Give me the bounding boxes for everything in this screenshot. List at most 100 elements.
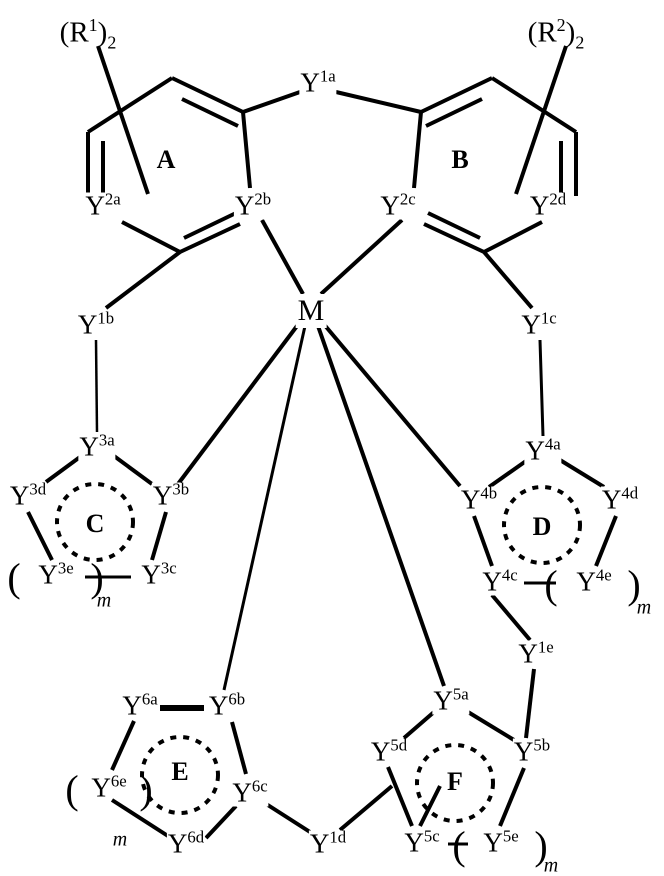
bond-B-topleft [412, 111, 423, 189]
bond-B-bottomright [483, 220, 543, 254]
atom-Y4e: Y4e [575, 565, 613, 597]
atom-Y4b: Y4b [459, 483, 499, 515]
substituent-R2: (R2)2 [527, 14, 585, 53]
bond-B-to-Y1c [482, 250, 534, 310]
bond-A-top [171, 76, 244, 114]
bond-Y1e-to-Y5b [524, 668, 536, 739]
bond-Y1c-to-Y4a [538, 339, 545, 437]
bond-Y3b-Y3c [150, 511, 168, 561]
bond-A-bottomright [179, 222, 241, 254]
atom-Y5c: Y5c [403, 826, 441, 858]
bond-A-bottomleft [121, 220, 181, 254]
bond-Y4a-Y4b [487, 459, 528, 489]
atom-Y3a: Y3a [78, 430, 116, 462]
bond-Y4c-to-Y1e [490, 593, 532, 642]
bond-Y5b-Y5e [498, 767, 526, 827]
bond-Y2b-to-M [260, 219, 305, 295]
bond-Y5c-up [418, 785, 442, 827]
bond-Y6b-Y6c [230, 721, 248, 775]
double-bond-B-3 [427, 211, 481, 240]
paren-close-D: ) [627, 562, 641, 607]
atom-Y6c: Y6c [231, 776, 269, 808]
aromatic-circle-E [140, 735, 220, 815]
bond-Y5d-Y5c [386, 766, 414, 827]
bond-M-to-Y6b [222, 325, 307, 691]
double-bond-B-1 [425, 97, 483, 128]
bond-Y3a-Y3b [112, 454, 154, 486]
repeat-m-F: m [543, 854, 559, 876]
paren-close-E: ) [139, 767, 153, 812]
bond-R2-substituent [514, 45, 568, 195]
bond-B-bottomleft [423, 222, 485, 254]
bond-Y6a-Y6e [110, 720, 136, 771]
atom-Y5a: Y5a [432, 684, 470, 716]
paren-close-F: ) [534, 823, 548, 868]
bond-Y5a-Y5d [402, 710, 436, 740]
atom-Y1b: Y1b [76, 308, 116, 340]
aromatic-circle-C [55, 482, 135, 562]
atom-Y1d: Y1d [308, 827, 348, 859]
paren-close-C: ) [90, 555, 104, 600]
ring-label-F: F [447, 767, 463, 796]
atom-Y6a: Y6a [121, 689, 159, 721]
atom-Y1c: Y1c [520, 308, 558, 340]
ring-label-C: C [85, 509, 105, 538]
atom-Y3c: Y3c [140, 558, 178, 590]
double-bond-A-3 [183, 211, 237, 240]
bond-Y1d-to-Y5d [338, 784, 394, 832]
atom-Y2c: Y2c [379, 189, 417, 221]
ring-label-D: D [532, 512, 552, 541]
bond-Y3d-Y3e [26, 511, 54, 561]
atom-Y5d: Y5d [369, 735, 409, 767]
atom-Y2a: Y2a [84, 189, 122, 221]
paren-open-D: ( [544, 562, 558, 607]
bond-B-topright [490, 76, 578, 134]
ring-label-A: A [156, 145, 176, 174]
bond-Y5a-Y5b [466, 710, 516, 742]
bond-M-to-Y4b [320, 320, 462, 488]
substituent-R1: (R1)2 [59, 14, 117, 53]
bond-Y6d-Y6c [204, 804, 238, 840]
paren-open-F: ( [452, 823, 466, 868]
atom-Y1a: Y1a [299, 66, 337, 98]
atom-Y5b: Y5b [512, 735, 552, 767]
bond-Y4d-Y4e [594, 515, 618, 567]
atom-Y2b: Y2b [233, 189, 273, 221]
paren-open-C: ( [7, 555, 21, 600]
bond-Y2c-to-M [319, 218, 404, 296]
ring-label-B: B [451, 145, 469, 174]
bond-M-to-Y5a [316, 325, 446, 687]
repeat-m-D: m [636, 596, 652, 619]
atom-Y3e: Y3e [37, 558, 75, 590]
atom-Y3b: Y3b [151, 479, 191, 511]
bond-Y4a-Y4d [558, 458, 606, 489]
atom-M: M [295, 294, 327, 328]
bond-Y1a-to-B [335, 90, 422, 114]
paren-open-E: ( [65, 767, 79, 812]
bond-Y1b-to-Y3a [94, 339, 99, 433]
bond-Y6e-Y6d [110, 798, 170, 838]
bond-Y3a-Y3d [44, 455, 82, 484]
bond-A-topright [241, 111, 252, 189]
atom-Y6b: Y6b [207, 689, 247, 721]
atom-Y1e: Y1e [517, 637, 555, 669]
aromatic-circle-F [415, 743, 495, 823]
atom-Y4c: Y4c [481, 565, 519, 597]
repeat-m-C: m [96, 589, 112, 612]
bond-A-to-Y1a [242, 90, 301, 114]
bond-Y4b-Y4c [472, 515, 494, 567]
ring-label-E: E [171, 757, 189, 786]
atom-Y4d: Y4d [600, 483, 640, 515]
repeat-m-E: m [112, 828, 128, 851]
bond-R1-substituent [96, 45, 150, 195]
bond-A-topleft [86, 76, 174, 134]
aromatic-circle-D [502, 485, 582, 565]
atom-Y4a: Y4a [524, 434, 562, 466]
bond-A-to-Y1b [104, 250, 182, 310]
atom-Y6e: Y6e [91, 771, 127, 803]
double-bond-A-1 [181, 97, 239, 128]
atom-Y6d: Y6d [166, 827, 206, 859]
atom-Y3d: Y3d [8, 479, 48, 511]
